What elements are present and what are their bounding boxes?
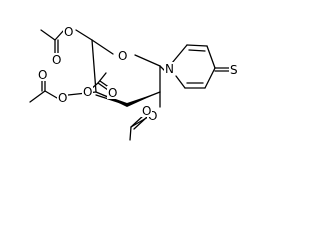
c6-carbonyl-oxygen-label: O [52, 53, 61, 67]
ring-nitrogen-label: N [165, 62, 174, 76]
thione-sulfur-label: S [230, 63, 238, 77]
c6-acetate-bonds [40, 29, 93, 55]
c4-carbonyl-oxygen-label: O [38, 68, 47, 82]
c6-ester-oxygen-label: O [64, 25, 73, 39]
c3-carbonyl-oxygen-label: O [108, 86, 117, 100]
chemical-structure: O N S O O O O O O O O [29, 25, 239, 141]
c4-ester-oxygen-label: O [58, 91, 67, 105]
c2-carbonyl-oxygen-label: O [142, 104, 151, 118]
c2-ester-oxygen-label: O [148, 109, 157, 123]
atom-labels: O N S O O O O O O O O [37, 25, 239, 123]
ring-oxygen-label: O [118, 49, 127, 63]
c3-ester-oxygen-label: O [83, 85, 92, 99]
